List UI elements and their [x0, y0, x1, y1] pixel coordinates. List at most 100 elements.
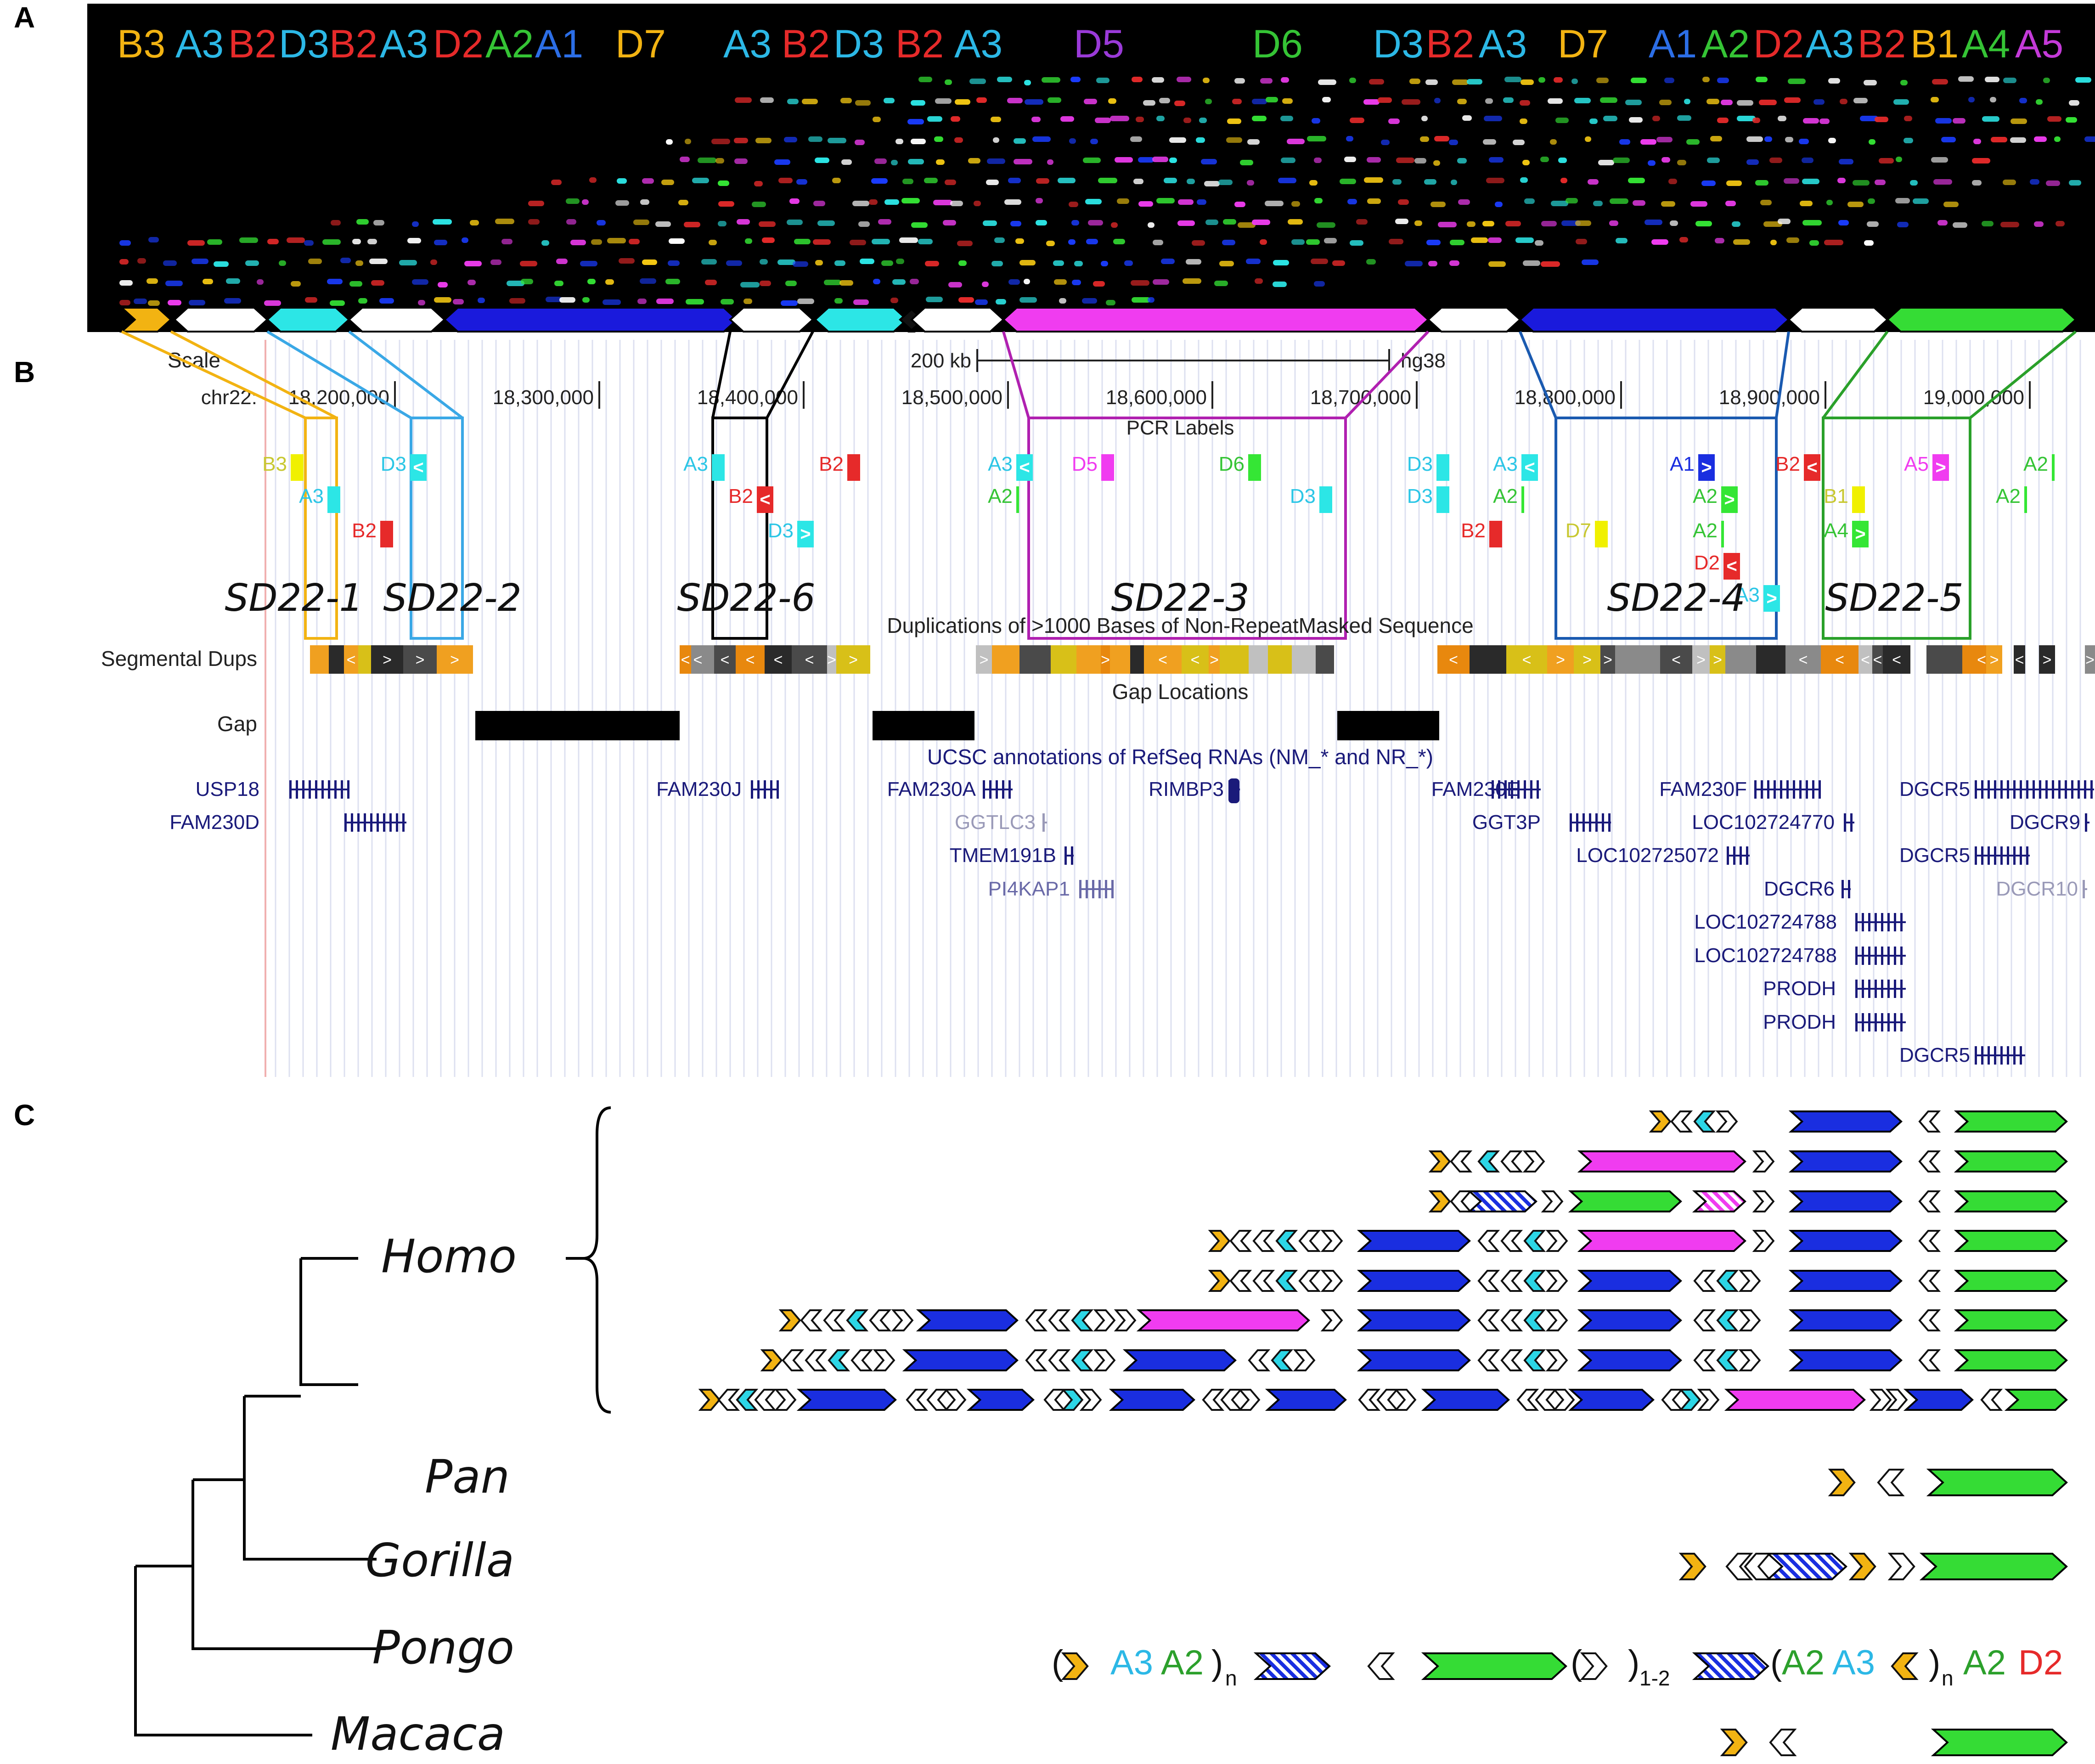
segment-chevron: [1545, 1349, 1568, 1371]
segment-chevron: [1541, 1190, 1564, 1212]
segment-block: [1788, 1190, 1903, 1212]
pongo-text: A3: [1110, 1643, 1153, 1682]
segment-block: [1788, 1309, 1903, 1331]
segment-block: [902, 1349, 1019, 1371]
pcr-label: A3: [1493, 453, 1518, 475]
svg-text:>: >: [1101, 651, 1110, 669]
segdup-track-label: Segmental Dups: [101, 647, 257, 671]
segment-chevron: [1048, 1349, 1071, 1371]
fiber-label: A3: [723, 22, 772, 66]
segment-chevron: [1516, 1389, 1539, 1411]
svg-text:<: <: [693, 651, 703, 669]
fiber-label: B3: [117, 22, 165, 66]
segment-chevron: [1769, 1729, 1797, 1756]
pcr-label: A3: [988, 453, 1013, 475]
segment-chevron: [1376, 1389, 1399, 1411]
fiber-label: B2: [228, 22, 276, 66]
fiber-label: A1: [535, 22, 583, 66]
segment-block: [1577, 1270, 1682, 1292]
svg-text:>: >: [827, 651, 836, 669]
panel-label-b: B: [14, 355, 35, 389]
track-segment: [1886, 307, 2077, 333]
segment-block: [1926, 1469, 2068, 1496]
segment-chevron: [906, 1389, 929, 1411]
pcr-label: D6: [1219, 453, 1245, 475]
track-segment: [1427, 307, 1521, 333]
segment-chevron: [760, 1349, 783, 1371]
segment-chevron: [1523, 1270, 1546, 1292]
gene-label: GGT3P: [1472, 811, 1541, 834]
svg-text:>: >: [1713, 651, 1722, 669]
pcr-label: B2: [819, 453, 844, 475]
svg-text:>: >: [2043, 651, 2052, 669]
fiber-label: B2: [895, 22, 944, 66]
segment-block: [1954, 1110, 2068, 1133]
pcr-label: D3: [1407, 485, 1433, 507]
sd-box: [711, 417, 768, 640]
segment-chevron: [1293, 1349, 1316, 1371]
segment-block: [1954, 1190, 2068, 1212]
segment-chevron: [1693, 1349, 1716, 1371]
segment-chevron: [1869, 1389, 1892, 1411]
segment-chevron: [1043, 1389, 1066, 1411]
species-label: Gorilla: [366, 1533, 514, 1587]
fiber-label: D2: [1753, 22, 1804, 66]
svg-text:>: >: [800, 524, 811, 544]
species-label: Macaca: [331, 1707, 505, 1761]
segment-block: [1931, 1729, 2068, 1756]
svg-text:>: >: [1766, 588, 1777, 609]
fiber-label: A3: [175, 22, 224, 66]
pcr-label: A2: [988, 485, 1013, 507]
segment-chevron: [698, 1389, 721, 1411]
segment-chevron: [1752, 1150, 1775, 1172]
sd-box: [1822, 417, 1971, 640]
segment-chevron: [1477, 1349, 1500, 1371]
pongo-text: A2: [1963, 1643, 2006, 1682]
segment-chevron: [1661, 1389, 1684, 1411]
fiber-label: B2: [329, 22, 377, 66]
svg-text:<: <: [413, 457, 423, 478]
svg-text:>: >: [1556, 651, 1565, 669]
pcr-label: B2: [728, 485, 753, 507]
segment-chevron: [944, 1389, 967, 1411]
segment-chevron: [1580, 1652, 1608, 1680]
svg-text:<: <: [805, 651, 814, 669]
fiber-label: A2: [485, 22, 534, 66]
fiber-label: A5: [2015, 22, 2063, 66]
pongo-text: A2: [1161, 1643, 1204, 1682]
svg-text:<: <: [347, 651, 356, 669]
gene-label: DGCR5: [1899, 778, 1970, 800]
sd-label: SD22-2: [383, 576, 521, 620]
pcr-label: B3: [262, 453, 287, 475]
pcr-label: A5: [1904, 453, 1929, 475]
segment-chevron: [1500, 1270, 1523, 1292]
segment-chevron: [846, 1309, 869, 1331]
pongo-text: 1-2: [1639, 1666, 1670, 1690]
svg-text:>: >: [1696, 651, 1706, 669]
pcr-label: B2: [1461, 519, 1486, 542]
segment-block: [1568, 1389, 1655, 1411]
sd-box: [1554, 417, 1778, 640]
segment-chevron: [1061, 1652, 1089, 1680]
fiber-label: B1: [1910, 22, 1959, 66]
pcr-label: A3: [1735, 584, 1760, 606]
segment-chevron: [1715, 1110, 1738, 1133]
svg-text:<: <: [1726, 556, 1737, 576]
svg-text:<: <: [681, 651, 690, 669]
segment-chevron: [1678, 1553, 1706, 1580]
segment-chevron: [1716, 1309, 1739, 1331]
gene-label: DGCR9: [2010, 811, 2080, 834]
segment-chevron: [1848, 1553, 1876, 1580]
coordinate-tick-label: 18,600,000: [1106, 386, 1207, 409]
gene-label: DGCR10: [1996, 878, 2078, 900]
refseq-track-title: UCSC annotations of RefSeq RNAs (NM_* an…: [927, 745, 1433, 769]
segment-chevron: [1720, 1729, 1748, 1756]
segment-chevron: [1523, 1230, 1546, 1252]
segment-chevron: [1025, 1349, 1048, 1371]
segment-chevron: [1450, 1190, 1473, 1212]
gap-block-2: [873, 711, 974, 740]
